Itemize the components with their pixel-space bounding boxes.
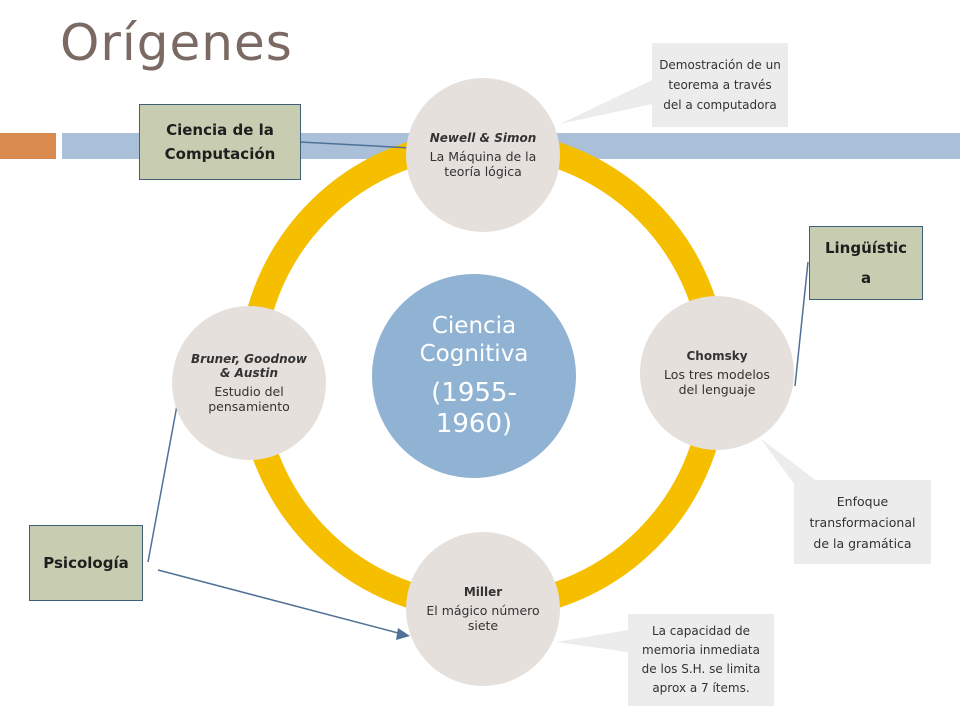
node-work: La Máquina de la teoría lógica — [429, 149, 537, 179]
center-title: Ciencia Cognitiva — [419, 313, 529, 367]
center-ciencia-cognitiva: Ciencia Cognitiva (1955-1960) — [372, 274, 576, 478]
node-newell-simon: Newell & Simon La Máquina de la teoría l… — [406, 78, 560, 232]
callout-pointer-teorema — [560, 80, 652, 124]
callout-teorema: Demostración de un teorema a través del … — [652, 43, 788, 127]
connector-linguistica — [794, 261, 809, 387]
node-work: Estudio del pensamiento — [208, 384, 290, 414]
node-author: Miller — [463, 585, 503, 599]
node-author: Bruner, Goodnow & Austin — [191, 352, 307, 380]
connector-psicologia — [147, 399, 179, 563]
node-author: Newell & Simon — [429, 131, 537, 145]
callout-pointer-memoria — [556, 630, 628, 652]
node-work: Los tres modelos del lenguaje — [664, 367, 770, 397]
callout-pointer-gramatica — [760, 438, 822, 485]
connector-computacion — [299, 141, 413, 149]
callout-gramatica: Enfoque transformacional de la gramática — [794, 480, 931, 564]
node-chomsky: Chomsky Los tres modelos del lenguaje — [640, 296, 794, 450]
node-author: Chomsky — [686, 349, 748, 363]
callout-memoria: La capacidad de memoria inmediata de los… — [628, 614, 774, 706]
field-ciencia-computacion: Ciencia de la Computación — [139, 104, 301, 180]
connector-psicologia-miller — [157, 569, 403, 635]
field-linguistica: Lingüístic a — [809, 226, 923, 300]
node-miller: Miller El mágico número siete — [406, 532, 560, 686]
field-psicologia: Psicología — [29, 525, 143, 601]
arrowhead-icon — [396, 628, 410, 640]
page-title: Orígenes — [60, 14, 293, 72]
node-bruner-goodnow-austin: Bruner, Goodnow & Austin Estudio del pen… — [172, 306, 326, 460]
node-work: El mágico número siete — [426, 603, 540, 633]
center-period: (1955-1960) — [431, 378, 517, 439]
title-rule-accent — [0, 133, 56, 159]
